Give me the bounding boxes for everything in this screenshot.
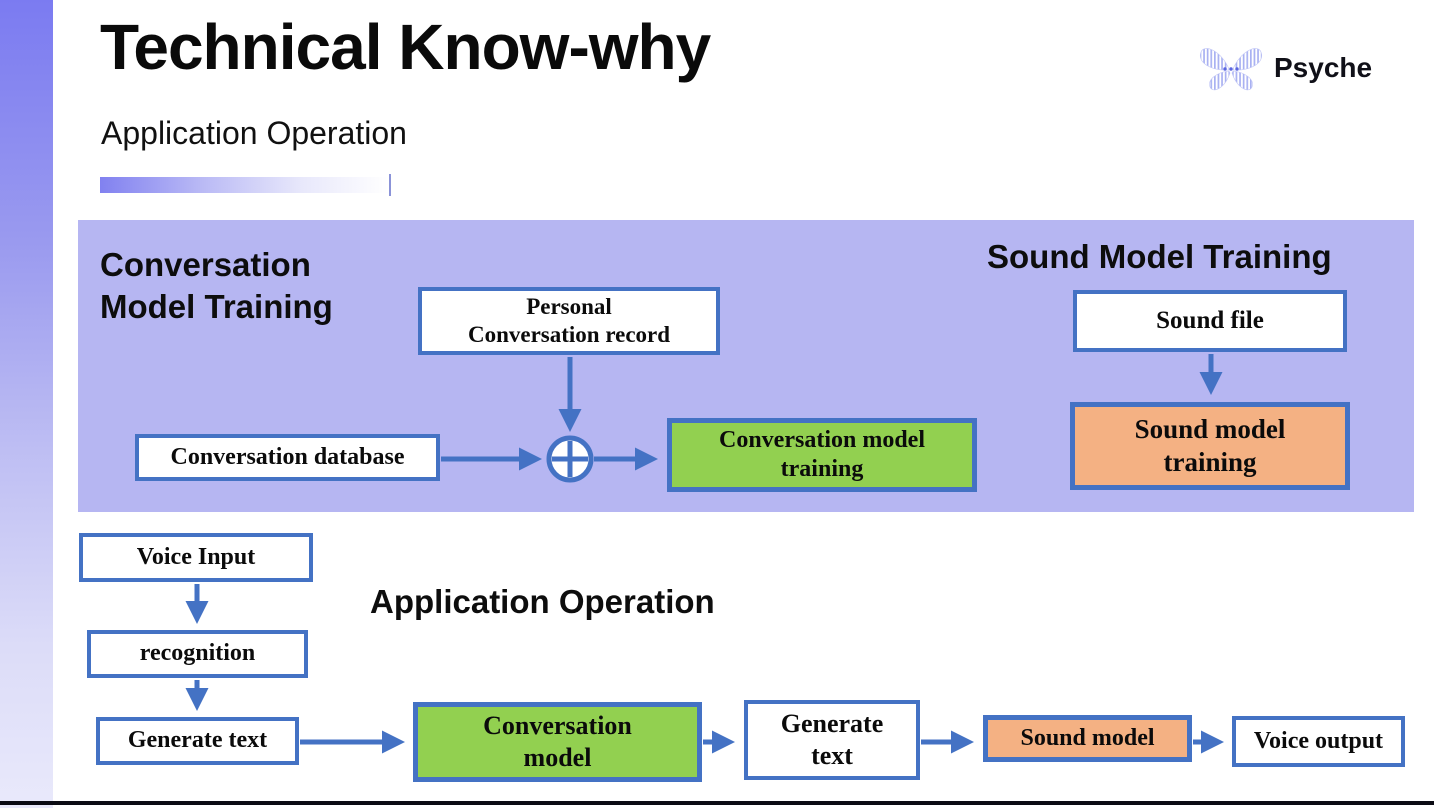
flow-box-recognition: recognition	[87, 630, 308, 678]
box-label-line: model	[523, 743, 592, 772]
flow-box-sound-file: Sound file	[1073, 290, 1347, 352]
box-label: Conversation database	[170, 443, 405, 470]
bottom-border-line	[0, 801, 1434, 805]
box-label-line: training	[1163, 447, 1257, 477]
flow-box-generate-text-1: Generate text	[96, 717, 299, 765]
heading-sound-model-training: Sound Model Training	[987, 238, 1332, 275]
heading-line: Model Training	[100, 287, 333, 325]
heading-conversation-model-training: Conversation Model Training	[100, 244, 333, 327]
logo: Psyche	[1196, 40, 1396, 98]
flow-box-sound-model: Sound model	[983, 715, 1192, 762]
box-label: Sound file	[1156, 306, 1264, 334]
box-label-line: Sound model	[1134, 414, 1286, 445]
box-label: recognition	[139, 640, 256, 667]
title-underline-end-tick	[389, 174, 391, 196]
slide-subtitle: Application Operation	[101, 115, 407, 151]
box-label: Voice output	[1253, 727, 1384, 754]
box-label-line: training	[780, 456, 864, 482]
flow-box-voice-output: Voice output	[1232, 716, 1405, 767]
box-label-line: Conversation	[483, 711, 632, 741]
flow-box-personal-conversation-record: Personal Conversation record	[418, 287, 720, 355]
heading-application-operation: Application Operation	[370, 583, 715, 620]
slide-title: Technical Know-why	[100, 11, 711, 83]
sidebar-gradient-bar	[0, 0, 53, 808]
heading-line: Conversation	[100, 246, 311, 283]
box-label: Sound model	[1020, 724, 1155, 751]
flow-box-generate-text-2: Generate text	[744, 700, 920, 780]
box-label-line: Conversation model	[719, 426, 925, 453]
flow-box-sound-model-training: Sound model training	[1070, 402, 1350, 490]
flow-box-conversation-model-training: Conversation model training	[667, 418, 977, 492]
flow-box-conversation-database: Conversation database	[135, 434, 440, 481]
flow-box-conversation-model: Conversation model	[413, 702, 702, 782]
title-underline-gradient-bar	[100, 177, 388, 193]
logo-text: Psyche	[1274, 52, 1373, 83]
box-label-line: Generate	[780, 709, 884, 739]
box-label: Generate text	[127, 727, 268, 754]
box-label: Voice Input	[136, 543, 256, 570]
box-label-line: text	[811, 741, 853, 770]
box-label-line: Personal	[526, 293, 612, 319]
flow-box-voice-input: Voice Input	[79, 533, 313, 582]
box-label-line: Conversation record	[467, 322, 671, 347]
